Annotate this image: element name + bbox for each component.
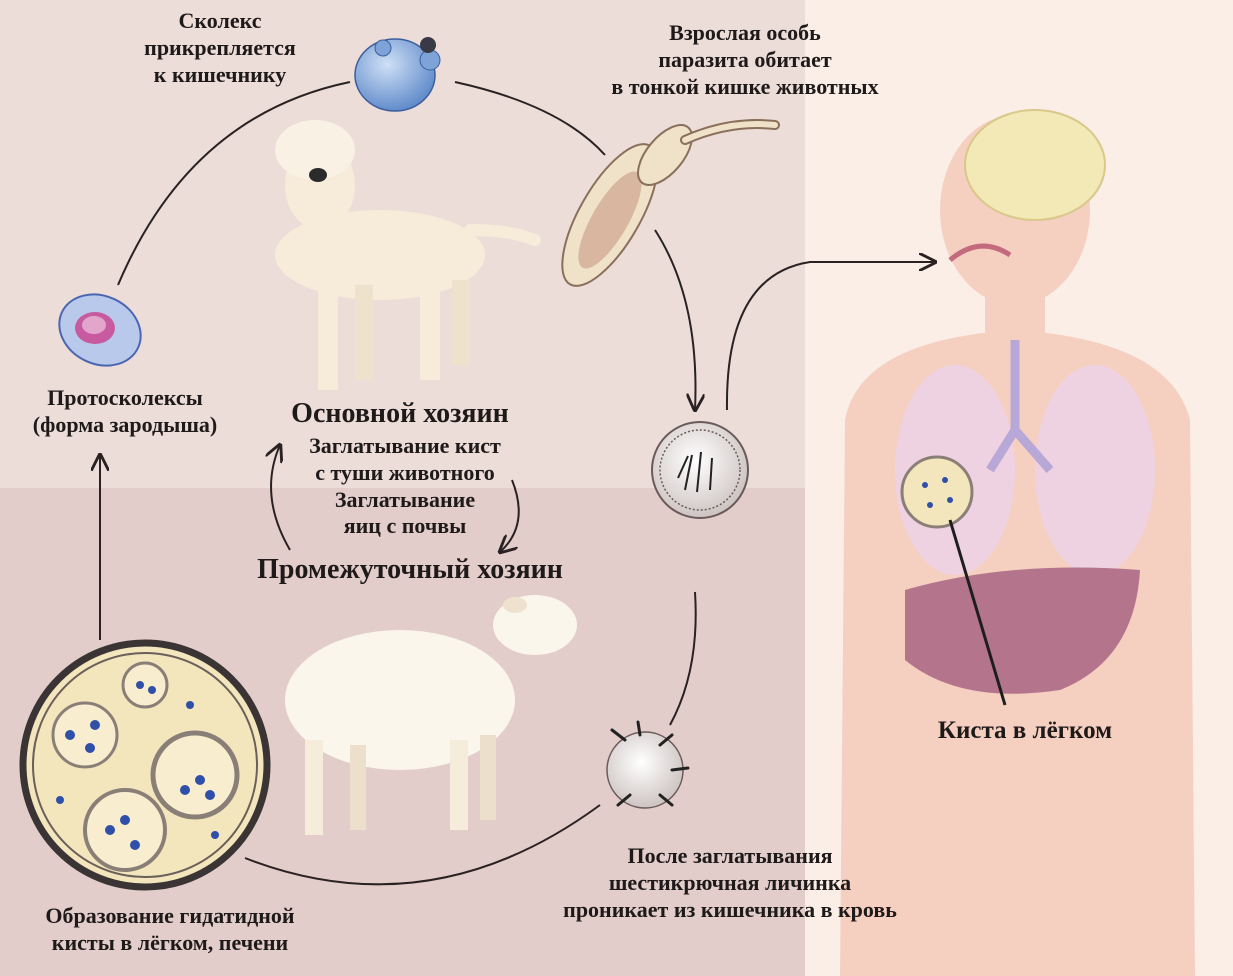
lung-cyst-label: Киста в лёгком xyxy=(905,716,1145,747)
brain-illustration xyxy=(965,110,1105,220)
scolex-label: Сколекс прикрепляется к кишечнику xyxy=(120,8,320,88)
oncosphere-label-line-1: После заглатывания xyxy=(520,843,940,870)
lung-cyst-illustration xyxy=(902,457,972,527)
protoscolex-label-line-1: Протосколексы xyxy=(15,385,235,412)
oncosphere-label-line-3: проникает из кишечника в кровь xyxy=(520,897,940,924)
hydatid-label-line-1: Образование гидатидной xyxy=(10,903,330,930)
protoscolex-label-line-2: (форма зародыша) xyxy=(15,412,235,439)
hydatid-label-line-2: кисты в лёгком, печени xyxy=(10,930,330,957)
ingestion-label-line-1: Заглатывание кист xyxy=(270,433,540,460)
oncosphere-label-line-2: шестикрючная личинка xyxy=(520,870,940,897)
adult-label-line-1: Взрослая особь xyxy=(565,20,925,47)
hydatid-cyst-illustration xyxy=(23,643,267,887)
adult-label-line-3: в тонкой кишке животных xyxy=(565,74,925,101)
scolex-label-line-2: прикрепляется xyxy=(120,35,320,62)
intermediate-host-label: Промежуточный хозяин xyxy=(220,553,600,587)
right-lung-illustration xyxy=(1035,365,1155,575)
ingestion-label-line-4: яиц с почвы xyxy=(270,513,540,540)
ingestion-label: Заглатывание кист с туши животного Загла… xyxy=(270,433,540,540)
adult-label-line-2: паразита обитает xyxy=(565,47,925,74)
oncosphere-label: После заглатывания шестикрючная личинка … xyxy=(520,843,940,923)
scolex-label-line-3: к кишечнику xyxy=(120,62,320,89)
definitive-host-label: Основной хозяин xyxy=(255,397,545,431)
protoscolex-label: Протосколексы (форма зародыша) xyxy=(15,385,235,439)
ingestion-label-line-2: с туши животного xyxy=(270,460,540,487)
ingestion-label-line-3: Заглатывание xyxy=(270,487,540,514)
scolex-label-line-1: Сколекс xyxy=(120,8,320,35)
hydatid-cyst-label: Образование гидатидной кисты в лёгком, п… xyxy=(10,903,330,957)
egg-illustration xyxy=(652,422,748,518)
adult-parasite-label: Взрослая особь паразита обитает в тонкой… xyxy=(565,20,925,100)
